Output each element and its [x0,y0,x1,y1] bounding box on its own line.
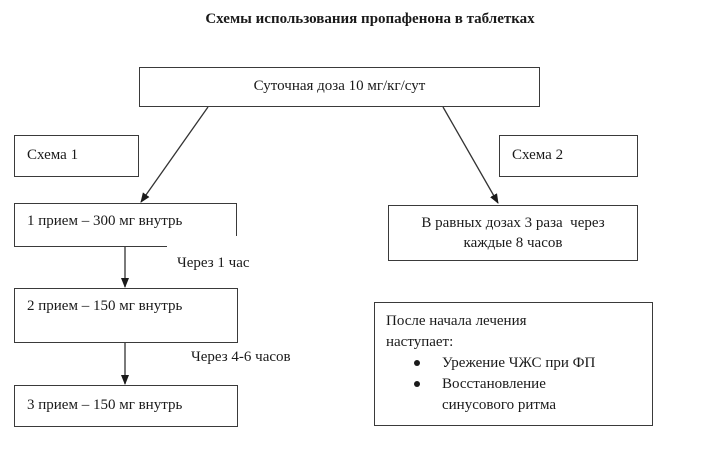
scheme2-description-box: В равных дозах 3 раза через каждые 8 час… [388,205,638,261]
outcome-item-text: Урежение ЧЖС при ФП [442,355,596,371]
scheme2-description-line1: В равных дозах 3 раза через [421,215,605,231]
occlusion-patch-right [236,236,258,250]
scheme1-step3-text: 3 прием – 150 мг внутрь [27,397,183,413]
occlusion-patch [167,244,237,250]
diagram-title: Схемы использования пропафенона в таблет… [205,11,535,27]
scheme1-step2-box: 2 прием – 150 мг внутрь [14,288,238,343]
interval-2-label: Через 4-6 часов [191,349,291,365]
outcome-list: Урежение ЧЖС при ФП Восстановление синус… [386,353,595,416]
bullet-icon [414,360,420,366]
arrow-to-scheme2 [442,106,499,204]
scheme2-label: Схема 2 [512,147,564,163]
outcome-item: Восстановление [386,374,595,395]
outcome-item: Урежение ЧЖС при ФП [386,353,595,374]
scheme1-step1-text: 1 прием – 300 мг внутрь [27,213,183,229]
scheme1-step2-text: 2 прием – 150 мг внутрь [27,298,183,314]
outcome-item-text: синусового ритма [442,397,557,413]
scheme1-step1-box: 1 прием – 300 мг внутрь [14,203,237,247]
scheme1-label: Схема 1 [27,147,79,163]
daily-dose-box: Суточная доза 10 мг/кг/сут [139,67,540,107]
outcome-intro-line2: наступает: [386,334,454,350]
arrow-to-scheme1 [140,106,209,203]
scheme2-label-box: Схема 2 [499,135,638,177]
outcome-item-text: Восстановление [442,376,546,392]
outcome-box: После начала лечения наступает: Урежение… [374,302,653,426]
scheme2-description-line2: каждые 8 часов [463,235,563,251]
bullet-icon [414,381,420,387]
outcome-intro-line1: После начала лечения [386,313,527,329]
scheme1-step3-box: 3 прием – 150 мг внутрь [14,385,238,427]
outcome-item-continuation: синусового ритма [386,395,595,416]
interval-1-label: Через 1 час [177,255,250,271]
daily-dose-text: Суточная доза 10 мг/кг/сут [253,78,426,94]
scheme1-label-box: Схема 1 [14,135,139,177]
